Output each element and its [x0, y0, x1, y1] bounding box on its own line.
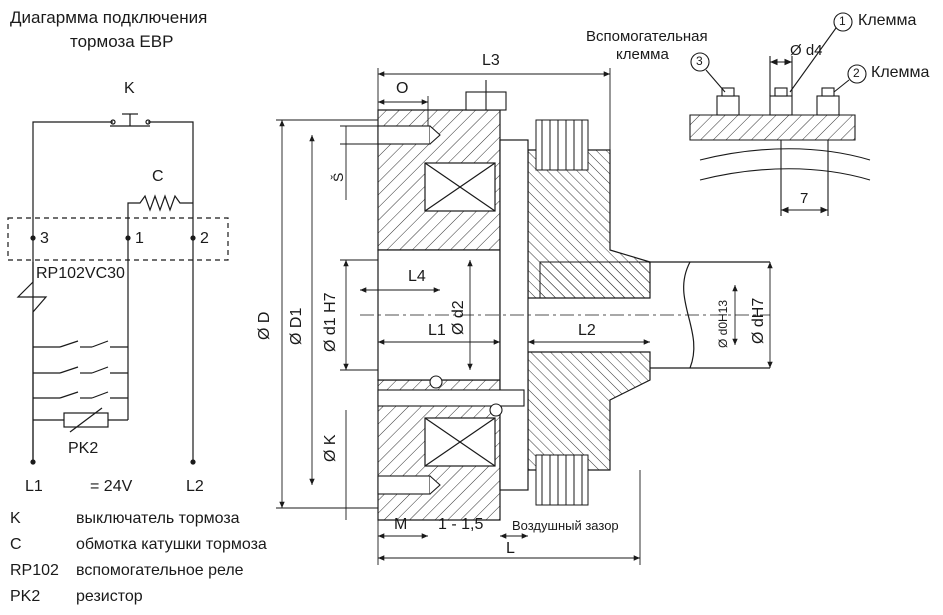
dim-m-label: M	[394, 516, 408, 533]
dimension-lines	[276, 68, 773, 565]
dim-d-label: Ø D	[256, 311, 273, 340]
dim-d2-label: Ø d2	[450, 300, 467, 335]
switch-k-label: K	[124, 80, 135, 97]
dim-dh7-label: Ø dH7	[750, 297, 767, 344]
terminal-detail	[689, 12, 871, 216]
marker-2-label: 2	[853, 66, 860, 80]
dim-o-label: O	[396, 80, 409, 97]
dim-7-label: 7	[800, 190, 809, 207]
marker-1-circle	[833, 12, 853, 32]
l1-label: L1	[25, 478, 43, 495]
relay-label: RP102VC30	[36, 265, 125, 282]
legend-code: PK2	[10, 588, 41, 605]
dim-s-label: Š	[330, 172, 346, 182]
legend-code: K	[10, 510, 21, 527]
legend-description: вспомогательное реле	[76, 562, 244, 579]
klemma-2-label: Клемма	[871, 64, 930, 81]
l2-label: L2	[186, 478, 204, 495]
brake-cross-section	[360, 80, 770, 521]
schematic-title-line1: Диагармма подключения	[10, 8, 208, 27]
terminal-3-label: 3	[40, 230, 49, 247]
dim-gap-label: 1 - 1,5	[438, 516, 484, 533]
dim-l-label: L	[506, 540, 515, 557]
dim-l1-label: L1	[428, 322, 446, 339]
dim-l4-label: L4	[408, 268, 426, 285]
relay-box	[7, 217, 229, 261]
dim-d4-label: Ø d4	[790, 42, 823, 59]
aux-terminal-line1: Вспомогательная	[586, 28, 708, 45]
legend-description: выключатель тормоза	[76, 510, 240, 527]
dim-k-label: Ø K	[322, 434, 339, 462]
marker-1-label: 1	[839, 14, 846, 28]
air-gap-label: Воздушный зазор	[512, 518, 619, 533]
marker-3-label: 3	[696, 54, 703, 68]
legend-code: C	[10, 536, 22, 553]
dim-l3-label: L3	[482, 52, 500, 69]
aux-terminal-line2: клемма	[616, 46, 669, 63]
legend-code: RP102	[10, 562, 59, 579]
coil-c-symbol	[127, 194, 193, 238]
switch-k-symbol	[110, 113, 151, 127]
legend-description: резистор	[76, 588, 143, 605]
dim-d1-label: Ø D1	[288, 307, 305, 345]
relay-contacts	[32, 340, 128, 462]
dim-d1h7-label: Ø d1 H7	[322, 292, 339, 352]
marker-2-circle	[847, 64, 867, 84]
relay-resistor-symbol	[16, 262, 48, 347]
dim-d0h13-label: Ø d0H13	[716, 299, 730, 348]
voltage-label: = 24V	[90, 478, 133, 495]
schematic-title-line2: тормоза EBP	[70, 32, 174, 51]
terminal-1-label: 1	[135, 230, 144, 247]
dim-l2-label: L2	[578, 322, 596, 339]
legend-description: обмотка катушки тормоза	[76, 536, 267, 553]
resistor-label: PK2	[68, 440, 99, 457]
marker-3-circle	[690, 52, 710, 72]
terminal-2-label: 2	[200, 230, 209, 247]
wiring-schematic	[7, 113, 229, 465]
klemma-1-label: Клемма	[858, 12, 917, 29]
coil-c-label: C	[152, 168, 164, 185]
